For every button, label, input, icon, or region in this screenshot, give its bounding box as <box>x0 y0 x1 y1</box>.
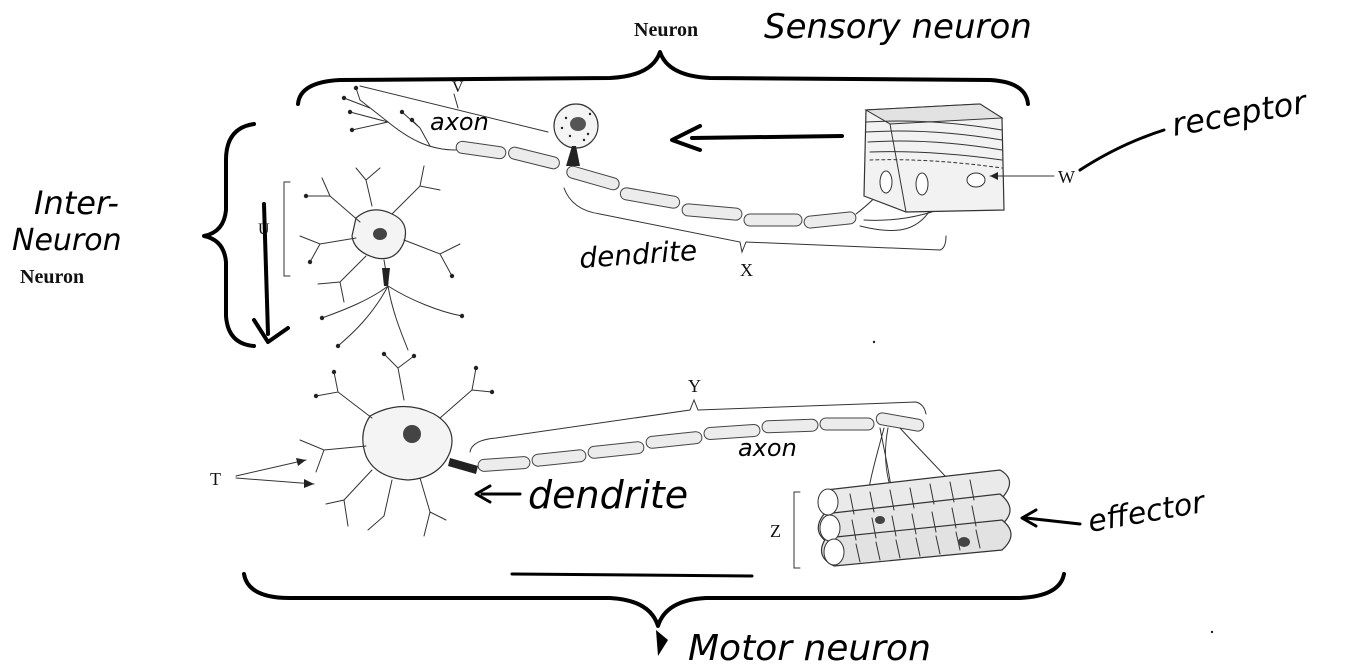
hw-dendrite-top: dendrite <box>578 234 698 275</box>
label-y: Y <box>688 376 701 396</box>
effector-arrow <box>1026 518 1080 524</box>
hw-dendrite-bottom: dendrite <box>528 473 688 517</box>
sensory-brace <box>298 52 1028 104</box>
motor-arrowhead <box>656 630 668 656</box>
hw-effector: effector <box>1085 485 1208 540</box>
hw-sensory-neuron: Sensory neuron <box>764 7 1032 47</box>
sensory-direction-arrow <box>692 136 842 138</box>
label-w: W <box>1058 167 1075 187</box>
hw-axon-top: axon <box>430 108 489 136</box>
u-bracket <box>284 182 290 276</box>
underline-mark <box>512 574 752 576</box>
label-neuron-left: Neuron <box>20 266 84 288</box>
t-arrow-upper <box>236 460 306 476</box>
hw-motor-neuron: Motor neuron <box>688 628 931 667</box>
label-v: V <box>452 79 464 96</box>
motor-brace <box>244 574 1064 626</box>
hw-receptor: receptor <box>1169 83 1311 144</box>
receptor-pointer-line <box>1080 130 1164 170</box>
interneuron-cell <box>300 166 464 350</box>
sensory-cell-body <box>554 104 598 166</box>
hw-inter-2: Neuron <box>12 223 122 258</box>
t-arrow-lower <box>236 478 314 484</box>
z-bracket <box>794 492 800 568</box>
hw-inter-1: Inter- <box>34 184 119 222</box>
label-z: Z <box>770 521 781 541</box>
interneuron-brace <box>204 124 254 346</box>
hw-axon-bottom: axon <box>738 434 797 462</box>
skin-receptor-block <box>864 104 1004 212</box>
label-u: U <box>258 221 270 238</box>
label-t: T <box>210 469 221 489</box>
muscle-effector <box>818 470 1011 566</box>
motor-cell-body <box>300 352 494 536</box>
label-x: X <box>740 260 753 280</box>
label-neuron-top: Neuron <box>634 19 698 41</box>
